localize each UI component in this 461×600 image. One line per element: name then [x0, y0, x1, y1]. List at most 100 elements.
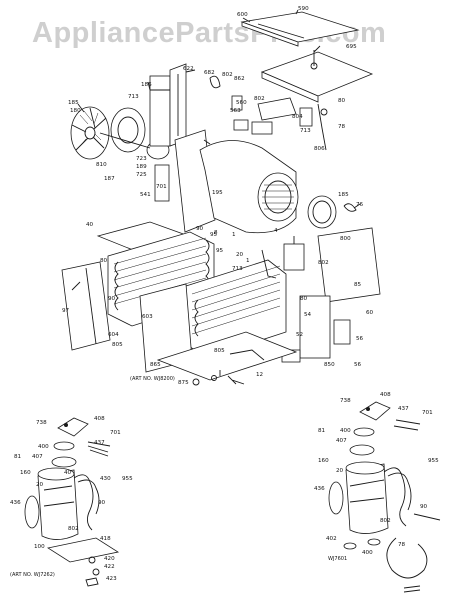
label-54: 54	[304, 312, 312, 318]
ll-label-100: 100	[34, 544, 45, 550]
label-804: 804	[292, 114, 303, 120]
fan-motor-and-shroud	[99, 75, 171, 160]
label-80-c: 80	[300, 296, 308, 302]
condenser-coil	[139, 259, 287, 373]
label-189: 189	[136, 164, 147, 170]
label-4: 4	[274, 228, 278, 234]
label-541: 541	[140, 192, 151, 198]
label-90-a: 90	[196, 226, 204, 232]
lr-label-78: 78	[398, 542, 406, 548]
label-52: 52	[296, 332, 303, 338]
ll-label-40: 40	[64, 470, 72, 476]
lr-label-400: 400	[340, 428, 351, 434]
ll-label-422: 422	[104, 564, 115, 570]
label-80-b: 80	[100, 258, 108, 264]
base-pan	[156, 331, 298, 381]
ll-label-955: 955	[122, 476, 133, 482]
label-1-b: 1	[246, 258, 250, 264]
label-862: 862	[234, 76, 245, 82]
label-695: 695	[346, 44, 357, 50]
lr-label-407: 407	[336, 438, 347, 444]
main-assembly: 600 590 622 695 186 682 802 862 802 80 8…	[61, 6, 381, 386]
label-97: 97	[62, 308, 70, 314]
label-20: 20	[236, 252, 244, 258]
label-875: 875	[178, 380, 189, 386]
ll-label-408: 408	[94, 416, 105, 422]
label-723: 723	[136, 156, 147, 162]
label-805-a: 805	[112, 342, 123, 348]
label-622: 622	[183, 66, 194, 72]
label-195: 195	[212, 190, 223, 196]
label-560: 560	[236, 100, 247, 106]
label-713-b: 713	[300, 128, 311, 134]
label-800: 800	[340, 236, 351, 242]
label-590: 590	[298, 6, 309, 12]
label-80-a: 80	[338, 98, 346, 104]
lr-label-436: 436	[314, 486, 325, 492]
ll-label-160: 160	[20, 470, 31, 476]
label-713-a: 713	[128, 94, 139, 100]
lr-label-408: 408	[380, 392, 391, 398]
label-95-a: 95	[210, 232, 218, 238]
control-components	[209, 75, 328, 151]
label-713-c: 713	[232, 266, 243, 272]
lr-label-802: 802	[380, 518, 391, 524]
label-600: 600	[237, 12, 248, 18]
label-8: 8	[214, 230, 218, 236]
label-682: 682	[204, 70, 215, 76]
ll-label-437: 437	[94, 440, 105, 446]
caption-lower-left: (ART NO. WJ7262)	[10, 572, 55, 578]
ll-label-701: 701	[110, 430, 121, 436]
ll-label-90: 90	[98, 500, 106, 506]
label-865: 865	[150, 362, 161, 368]
leader-lines	[71, 9, 361, 376]
label-604: 604	[108, 332, 119, 338]
label-78: 78	[338, 124, 346, 130]
ll-label-420: 420	[104, 556, 115, 562]
label-802-b: 802	[254, 96, 265, 102]
blower-housing	[154, 119, 299, 234]
lr-label-160: 160	[318, 458, 329, 464]
label-701: 701	[156, 184, 167, 190]
label-563: 563	[230, 108, 241, 114]
lr-label-701: 701	[422, 410, 433, 416]
ll-label-430: 430	[100, 476, 111, 482]
label-56-b: 56	[354, 362, 362, 368]
ll-label-418: 418	[100, 536, 111, 542]
ll-label-81: 81	[14, 454, 22, 460]
side-bracket	[169, 63, 187, 147]
label-802-c: 802	[318, 260, 329, 266]
label-806: 806	[314, 146, 325, 152]
compressor-assembly-left: 738 408 437 701 400 407 40 81 160 20 955…	[10, 416, 133, 587]
label-802-a: 802	[222, 72, 233, 78]
label-12: 12	[256, 372, 263, 378]
label-180: 180	[70, 108, 81, 114]
label-95-b: 95	[216, 248, 224, 254]
ll-label-738: 738	[36, 420, 47, 426]
lr-label-437: 437	[398, 406, 409, 412]
small-hardware	[192, 375, 245, 386]
ll-label-20: 20	[36, 482, 44, 488]
top-cover-panel	[240, 11, 360, 47]
ll-label-436: 436	[10, 500, 21, 506]
label-185-b: 185	[338, 192, 349, 198]
label-185: 185	[68, 100, 79, 106]
label-85: 85	[354, 282, 362, 288]
lr-label-20: 20	[336, 468, 344, 474]
caption-lower-right: WJ7601	[328, 556, 347, 562]
top-rear-panel	[260, 50, 374, 103]
control-box-panel	[261, 227, 381, 363]
lr-label-81: 81	[318, 428, 326, 434]
label-187: 187	[104, 176, 115, 182]
condenser-fan-blade	[70, 106, 110, 160]
label-90-b: 90	[108, 296, 116, 302]
ll-label-423: 423	[106, 576, 117, 582]
caption-main: (ART NO. WJ8200)	[130, 376, 175, 382]
label-1-a: 1	[232, 232, 236, 238]
label-725: 725	[136, 172, 147, 178]
lr-label-402: 402	[326, 536, 337, 542]
label-60-a: 60	[366, 310, 374, 316]
label-603: 603	[142, 314, 153, 320]
orifice-ring	[307, 195, 357, 229]
